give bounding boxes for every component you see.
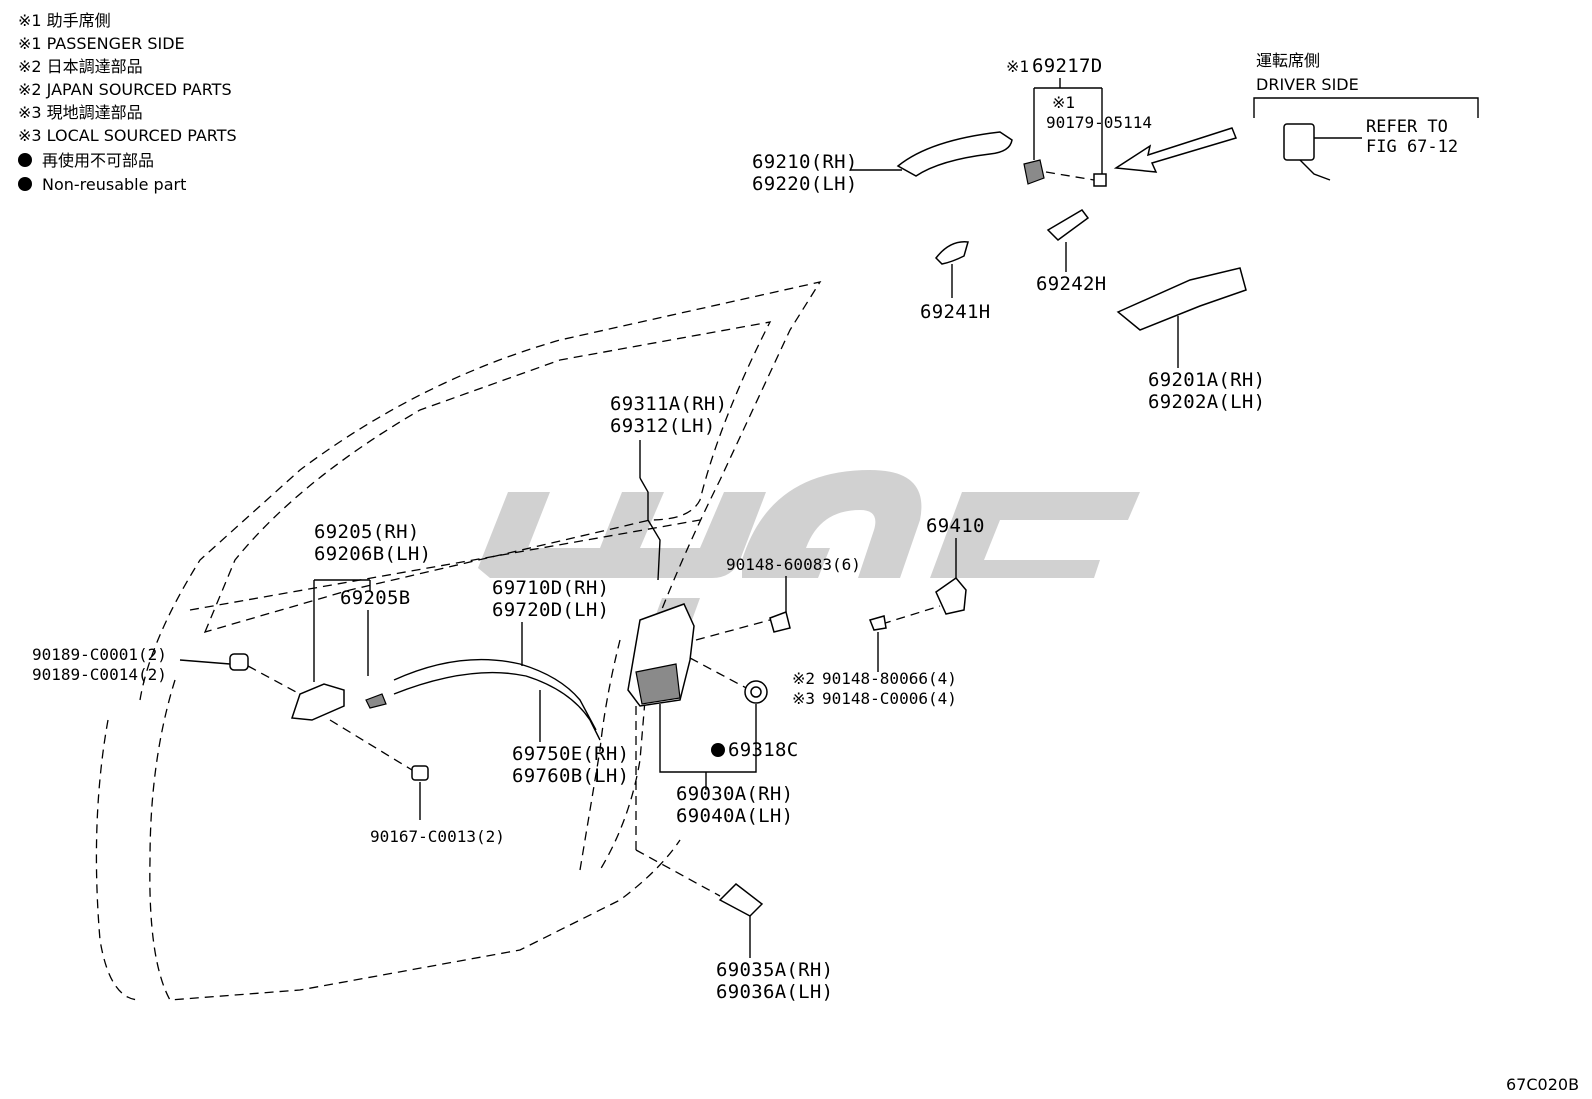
- striker-group: 69410 ※2 90148-80066(4) ※3 90148-C0006(4…: [792, 515, 985, 708]
- lock-bracket-icon: [718, 883, 764, 917]
- part-69030a-rh: 69030A(RH): [676, 783, 793, 805]
- grommet-icon: [229, 653, 249, 671]
- part-69312-lh: 69312(LH): [610, 415, 716, 437]
- screw-icon: [769, 611, 791, 633]
- grommet-group: 90189-C0001(2) 90189-C0014(2): [32, 645, 297, 693]
- handle-pad-icon: [1046, 209, 1090, 241]
- part-90148-80066: 90148-80066(4): [822, 669, 957, 688]
- legend-line-4: ※2 JAPAN SOURCED PARTS: [18, 80, 232, 99]
- part-90148-c0006: 90148-C0006(4): [822, 689, 957, 708]
- legend-line-3: ※2 日本調達部品: [18, 57, 143, 76]
- driver-side-bracket: 運転席側 DRIVER SIDE REFER TO FIG 67-12: [1253, 51, 1479, 181]
- part-69036a-lh: 69036A(LH): [716, 981, 833, 1003]
- part-69720d-lh: 69720D(LH): [492, 599, 609, 621]
- part-69410: 69410: [926, 515, 985, 537]
- lock-rod-group: 69311A(RH) 69312(LH): [610, 393, 727, 581]
- part-90179: 90179-05114: [1046, 113, 1152, 132]
- handle-cap-icon: [1023, 159, 1045, 185]
- part-69201a-rh: 69201A(RH): [1148, 369, 1265, 391]
- handle-frame-group: 69201A(RH) 69202A(LH): [1116, 267, 1265, 413]
- lock-motor-icon: [635, 663, 681, 705]
- screw-icon: [411, 765, 429, 781]
- part-69220-lh: 69220(LH): [752, 173, 858, 195]
- part-69205-rh: 69205(RH): [314, 521, 420, 543]
- handle-cap-group: ※1 69217D ※1 90179-05114: [1006, 55, 1152, 187]
- cable-lower-icon: [393, 671, 601, 741]
- note-mark-3: ※3: [792, 689, 815, 708]
- screw-90148-60083-group: 90148-60083(6): [726, 555, 861, 633]
- cable-upper-icon: [393, 658, 597, 731]
- non-reusable-dot-icon: [711, 743, 725, 757]
- legend-line-8: Non-reusable part: [42, 175, 186, 194]
- refer-to-line-2: FIG 67-12: [1366, 137, 1458, 157]
- handle-pad-small-icon: [935, 241, 969, 265]
- part-90148-60083: 90148-60083(6): [726, 555, 861, 574]
- part-69242h: 69242H: [1036, 273, 1106, 295]
- part-69750e-rh: 69750E(RH): [512, 743, 629, 765]
- lock-rod-icon: [639, 477, 661, 581]
- screw-icon: [868, 615, 887, 631]
- legend-line-6: ※3 LOCAL SOURCED PARTS: [18, 126, 237, 145]
- pad-69241h-group: 69241H: [920, 241, 990, 323]
- inside-handle-icon: [290, 683, 345, 721]
- driver-side-jp: 運転席側: [1256, 51, 1320, 70]
- figure-code: 67C020B: [1506, 1075, 1579, 1094]
- part-69206b-lh: 69206B(LH): [314, 543, 431, 565]
- cables-group: 69710D(RH) 69720D(LH) 69750E(RH) 69760B(…: [393, 577, 629, 787]
- inside-handle-group: 69205(RH) 69206B(LH) 69205B: [290, 521, 431, 721]
- note-mark-1b: ※1: [1052, 93, 1075, 112]
- driver-side-en: DRIVER SIDE: [1256, 75, 1359, 94]
- part-69210-rh: 69210(RH): [752, 151, 858, 173]
- part-90189-c0014: 90189-C0014(2): [32, 665, 167, 684]
- non-reusable-dot-icon: [18, 153, 32, 167]
- door-striker-icon: [935, 576, 967, 615]
- refer-to-line-1: REFER TO: [1366, 117, 1448, 137]
- watermark-logo: [478, 470, 1140, 620]
- part-69710d-rh: 69710D(RH): [492, 577, 609, 599]
- part-69040a-lh: 69040A(LH): [676, 805, 793, 827]
- part-69202a-lh: 69202A(LH): [1148, 391, 1265, 413]
- non-reusable-dot-icon: [18, 177, 32, 191]
- pad-69242h-group: 69242H: [1036, 209, 1106, 295]
- note-mark-1a: ※1: [1006, 57, 1029, 76]
- part-69311a-rh: 69311A(RH): [610, 393, 727, 415]
- legend: ※1 助手席側 ※1 PASSENGER SIDE ※2 日本調達部品 ※2 J…: [18, 11, 237, 194]
- part-69217d: 69217D: [1032, 55, 1102, 77]
- legend-line-1: ※1 助手席側: [18, 11, 111, 30]
- part-69205b: 69205B: [340, 587, 410, 609]
- part-90167: 90167-C0013(2): [370, 827, 505, 846]
- part-69760b-lh: 69760B(LH): [512, 765, 629, 787]
- legend-line-2: ※1 PASSENGER SIDE: [18, 34, 185, 53]
- washer-group: 69318C: [711, 680, 798, 761]
- screw-cap-icon: [1093, 173, 1107, 187]
- lock-bracket-group: 69035A(RH) 69036A(LH): [635, 706, 833, 1003]
- legend-line-5: ※3 現地調達部品: [18, 103, 143, 122]
- note-mark-2: ※2: [792, 669, 815, 688]
- legend-line-7: 再使用不可部品: [42, 151, 154, 170]
- handle-frame-icon: [1116, 267, 1247, 331]
- door-lock-group: 69030A(RH) 69040A(LH): [627, 603, 793, 827]
- part-90189-c0001: 90189-C0001(2): [32, 645, 167, 664]
- part-69035a-rh: 69035A(RH): [716, 959, 833, 981]
- outside-handle-group: 69210(RH) 69220(LH): [752, 131, 1013, 195]
- part-69241h: 69241H: [920, 301, 990, 323]
- direction-arrow: [1113, 127, 1238, 173]
- screw-90167-group: 90167-C0013(2): [329, 719, 505, 846]
- outside-handle-icon: [896, 131, 1013, 177]
- clip-icon: [365, 693, 387, 709]
- door-outline: [95, 281, 822, 1001]
- part-69318c: 69318C: [728, 739, 798, 761]
- door-lock-cylinder-icon: [1283, 123, 1315, 161]
